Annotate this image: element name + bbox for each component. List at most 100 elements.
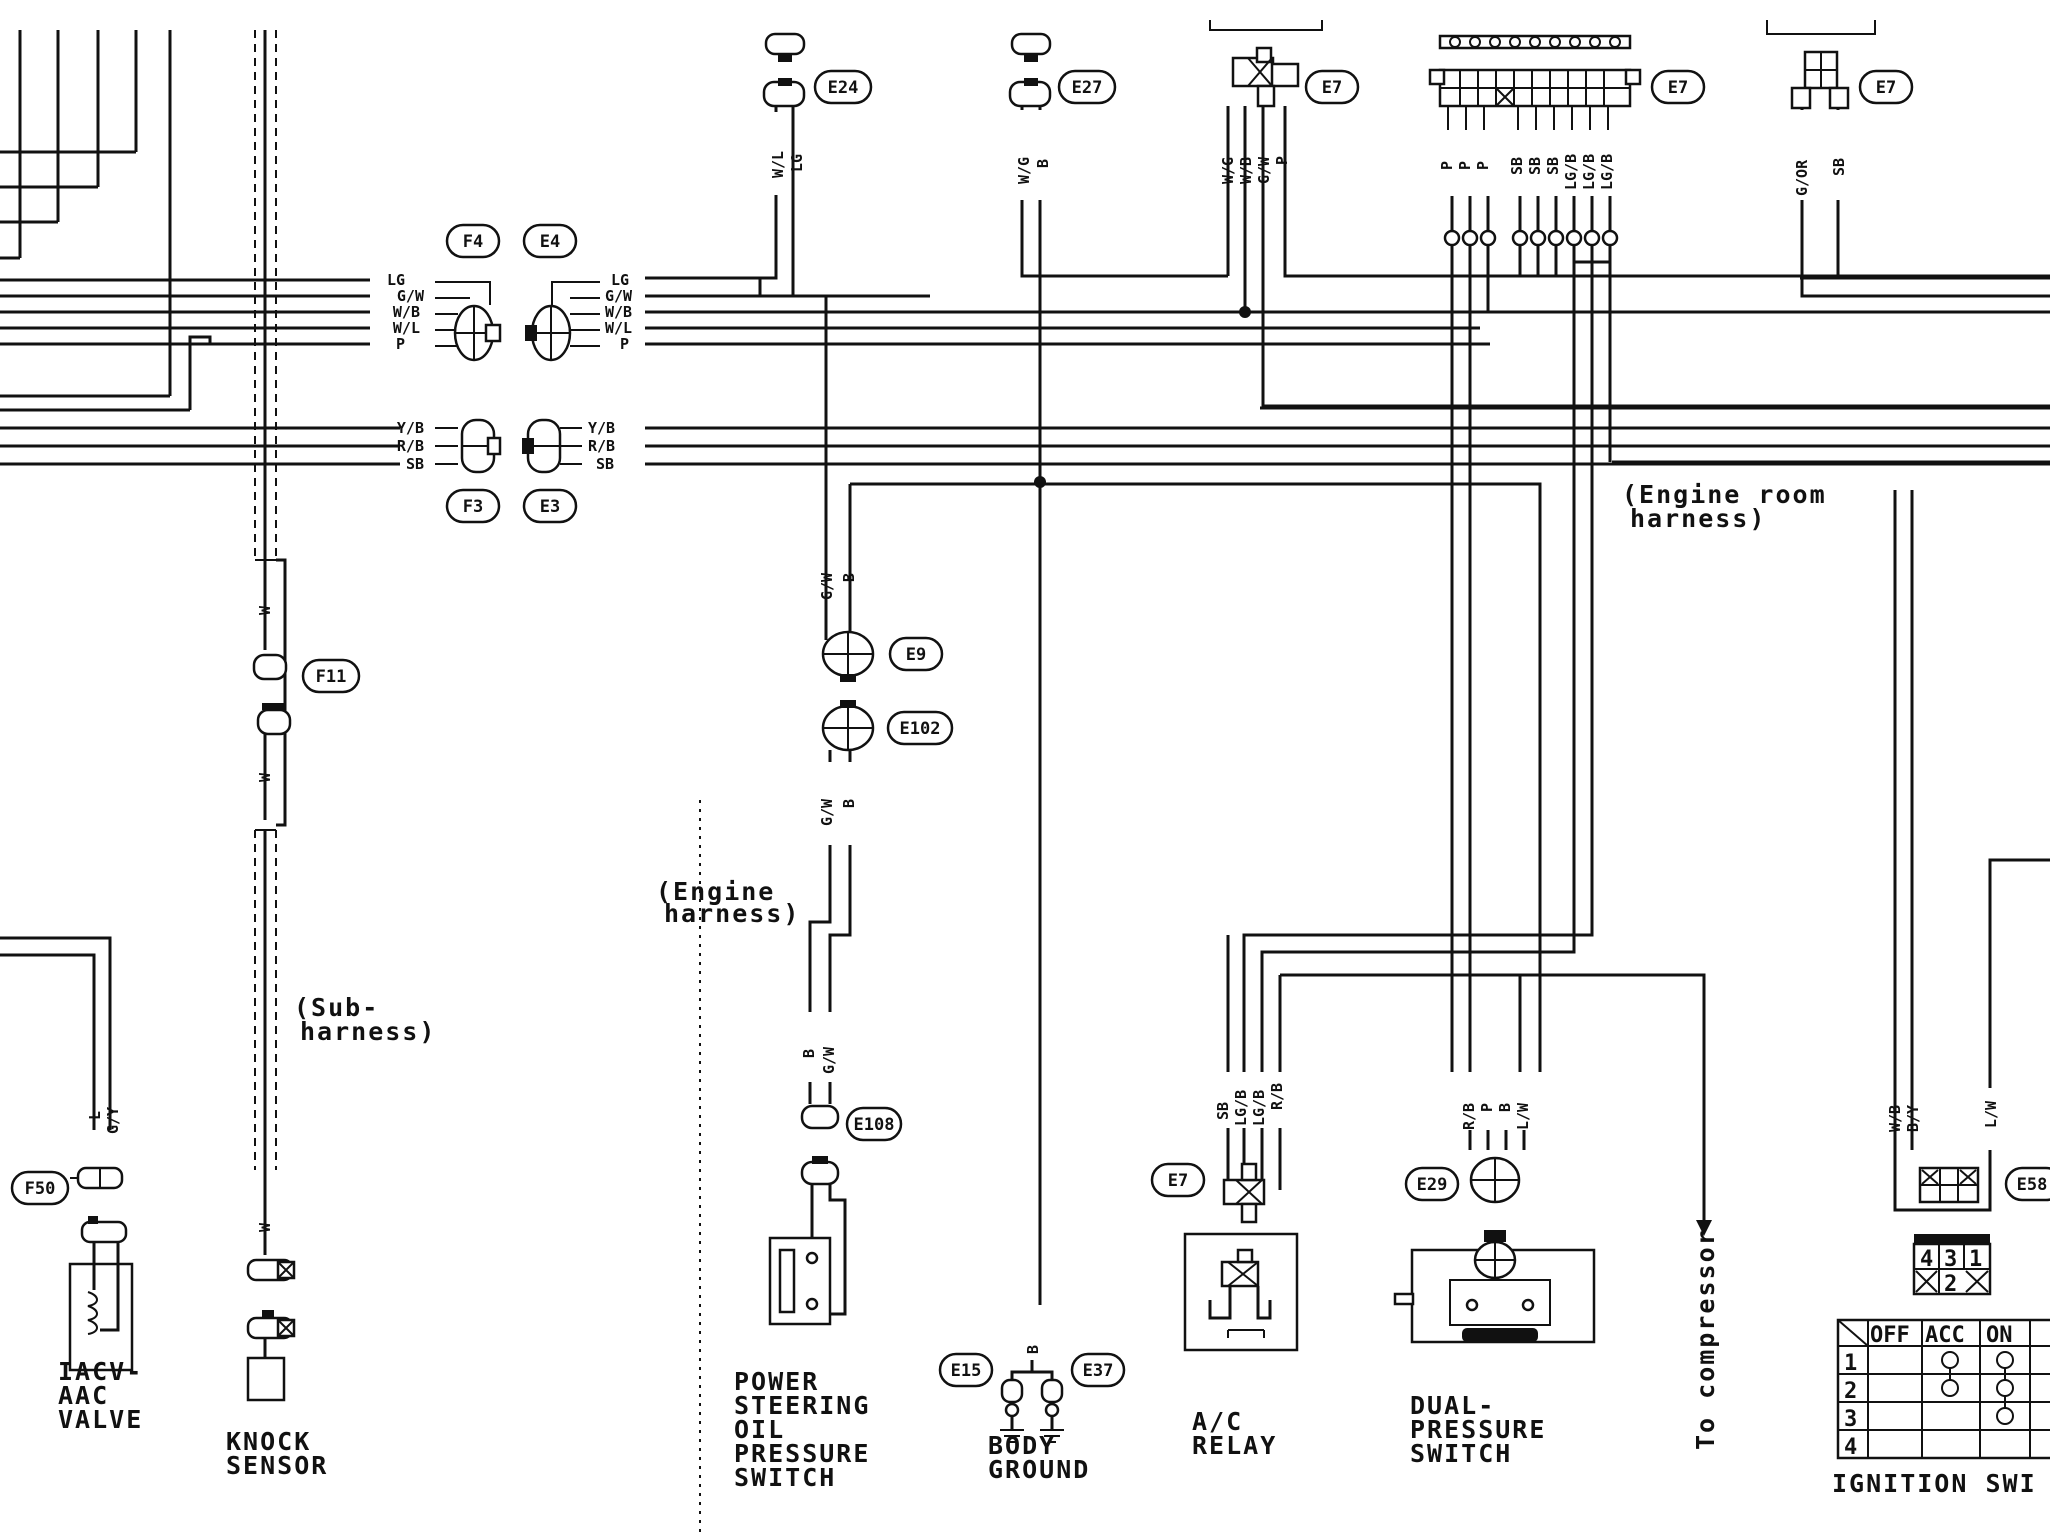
svg-text:SWITCH: SWITCH bbox=[734, 1463, 836, 1492]
connector-id-f50: F50 bbox=[10, 1170, 70, 1206]
svg-text:ACC: ACC bbox=[1925, 1323, 1965, 1348]
svg-text:F50: F50 bbox=[25, 1179, 56, 1199]
svg-text:E9: E9 bbox=[906, 645, 926, 665]
svg-text:DUAL-: DUAL- bbox=[1410, 1391, 1495, 1420]
svg-text:E27: E27 bbox=[1072, 78, 1103, 98]
svg-text:LG/B: LG/B bbox=[1580, 154, 1598, 190]
connector-f4 bbox=[453, 304, 502, 362]
svg-text:harness): harness) bbox=[664, 899, 800, 928]
connector-id-e58: E58 bbox=[2004, 1166, 2050, 1202]
svg-text:SB: SB bbox=[596, 455, 614, 473]
svg-text:F3: F3 bbox=[463, 497, 483, 517]
wire-labels-e7-multi: P P P SB SB SB LG/B LG/B LG/B bbox=[1438, 154, 1616, 190]
svg-text:LG/B: LG/B bbox=[1598, 154, 1616, 190]
svg-text:3: 3 bbox=[1944, 1247, 1957, 1272]
svg-text:E7: E7 bbox=[1168, 1171, 1188, 1191]
connector-id-f4: F4 bbox=[445, 223, 501, 259]
connector-f50 bbox=[70, 1166, 128, 1244]
svg-text:E15: E15 bbox=[951, 1361, 982, 1381]
svg-text:E3: E3 bbox=[540, 497, 560, 517]
svg-text:SB: SB bbox=[406, 455, 424, 473]
svg-text:P: P bbox=[1478, 1103, 1496, 1112]
wire-label-bw: L/W bbox=[1982, 1100, 2000, 1128]
connector-e58 bbox=[1893, 1150, 1992, 1212]
svg-text:AAC: AAC bbox=[58, 1381, 109, 1410]
svg-text:PRESSURE: PRESSURE bbox=[734, 1439, 870, 1468]
label-iacv: IACV- AAC VALVE bbox=[58, 1357, 143, 1434]
svg-text:LG/B: LG/B bbox=[1232, 1090, 1250, 1126]
svg-text:E58: E58 bbox=[2017, 1175, 2048, 1195]
svg-text:1: 1 bbox=[1969, 1247, 1982, 1272]
svg-text:STEERING: STEERING bbox=[734, 1391, 870, 1420]
wire-labels-ac-relay: SB LG/B LG/B R/B bbox=[1214, 1083, 1286, 1126]
wire-label-l: L bbox=[86, 1111, 104, 1120]
connector-e4 bbox=[525, 304, 572, 362]
harness-label-sub: (Sub- harness) bbox=[294, 993, 436, 1046]
svg-text:harness): harness) bbox=[300, 1017, 436, 1046]
connector-id-f11: F11 bbox=[301, 658, 361, 694]
connector-id-e3: E3 bbox=[522, 488, 578, 524]
connector-id-e29: E29 bbox=[1404, 1166, 1460, 1202]
svg-text:L/W: L/W bbox=[1514, 1102, 1532, 1130]
connector-id-e24: E24 bbox=[813, 69, 873, 105]
wire-labels-f3: Y/B R/B SB bbox=[397, 419, 424, 473]
connector-id-e7: E7 bbox=[1650, 69, 1706, 105]
svg-text:R/B: R/B bbox=[1268, 1083, 1286, 1110]
body-ground bbox=[1000, 1360, 1064, 1443]
svg-text:3: 3 bbox=[1844, 1407, 1857, 1432]
connector-id-e4: E4 bbox=[522, 223, 578, 259]
label-power-steering: POWER STEERING OIL PRESSURE SWITCH bbox=[734, 1367, 870, 1492]
svg-text:SWITCH: SWITCH bbox=[1410, 1439, 1512, 1468]
label-ac-relay: A/C RELAY bbox=[1192, 1407, 1275, 1460]
svg-text:E29: E29 bbox=[1417, 1175, 1448, 1195]
wire-label-b: B bbox=[840, 799, 858, 808]
svg-text:SB: SB bbox=[1526, 157, 1544, 175]
svg-text:W/L: W/L bbox=[393, 319, 420, 337]
svg-text:(Engine: (Engine bbox=[656, 877, 775, 906]
svg-text:R/B: R/B bbox=[1460, 1103, 1478, 1130]
connector-e27-top bbox=[1008, 32, 1052, 108]
wire-label-b: B bbox=[840, 573, 858, 582]
wire-label-b: B bbox=[800, 1049, 818, 1058]
wire-label-lg: LG bbox=[788, 154, 806, 172]
svg-text:E37: E37 bbox=[1083, 1361, 1114, 1381]
svg-text:Y/B: Y/B bbox=[397, 419, 424, 437]
svg-text:E7: E7 bbox=[1876, 78, 1896, 98]
connector-id-e27: E27 bbox=[1057, 69, 1117, 105]
wire-label-b: B bbox=[1034, 159, 1052, 168]
wire-label-w: W bbox=[256, 605, 274, 615]
power-steering-switch bbox=[768, 1184, 847, 1326]
connector-e7-relay bbox=[1222, 1162, 1266, 1224]
svg-text:SENSOR: SENSOR bbox=[226, 1451, 328, 1480]
svg-text:G/W: G/W bbox=[605, 287, 633, 305]
svg-text:A/C: A/C bbox=[1192, 1407, 1243, 1436]
connector-e29 bbox=[1469, 1156, 1521, 1204]
label-body-ground: BODY GROUND bbox=[988, 1431, 1088, 1484]
main-harness-wires bbox=[645, 276, 2050, 466]
wire-label-sb: SB bbox=[1830, 158, 1848, 176]
svg-text:OIL: OIL bbox=[734, 1415, 785, 1444]
svg-text:E24: E24 bbox=[828, 78, 859, 98]
svg-text:POWER: POWER bbox=[734, 1367, 819, 1396]
sub-harness bbox=[254, 30, 287, 1255]
wire-labels-e3: Y/B R/B SB bbox=[588, 419, 615, 473]
dual-pressure-switch bbox=[1393, 1230, 1596, 1344]
wire-label-w: W bbox=[256, 772, 274, 782]
connector-e3 bbox=[522, 418, 562, 474]
label-dual-pressure: DUAL- PRESSURE SWITCH bbox=[1410, 1391, 1544, 1468]
wire-label-gw: G/W bbox=[818, 798, 836, 826]
harness-label-engine: (Engine harness) bbox=[656, 877, 800, 928]
ignition-table: OFF ACC ON 1 2 3 4 bbox=[1836, 1318, 2050, 1460]
svg-text:IACV-: IACV- bbox=[58, 1357, 143, 1386]
svg-text:W/L: W/L bbox=[605, 319, 632, 337]
svg-text:E7: E7 bbox=[1668, 78, 1688, 98]
svg-text:harness): harness) bbox=[1630, 504, 1766, 533]
svg-text:E108: E108 bbox=[854, 1115, 895, 1135]
label-knock-sensor: KNOCK SENSOR bbox=[226, 1427, 328, 1480]
svg-text:W/B: W/B bbox=[605, 303, 632, 321]
connector-e9 bbox=[821, 630, 875, 682]
connector-id-f3: F3 bbox=[445, 488, 501, 524]
svg-text:LG: LG bbox=[611, 271, 629, 289]
knock-sensor bbox=[246, 1258, 296, 1402]
svg-text:W/B: W/B bbox=[393, 303, 420, 321]
